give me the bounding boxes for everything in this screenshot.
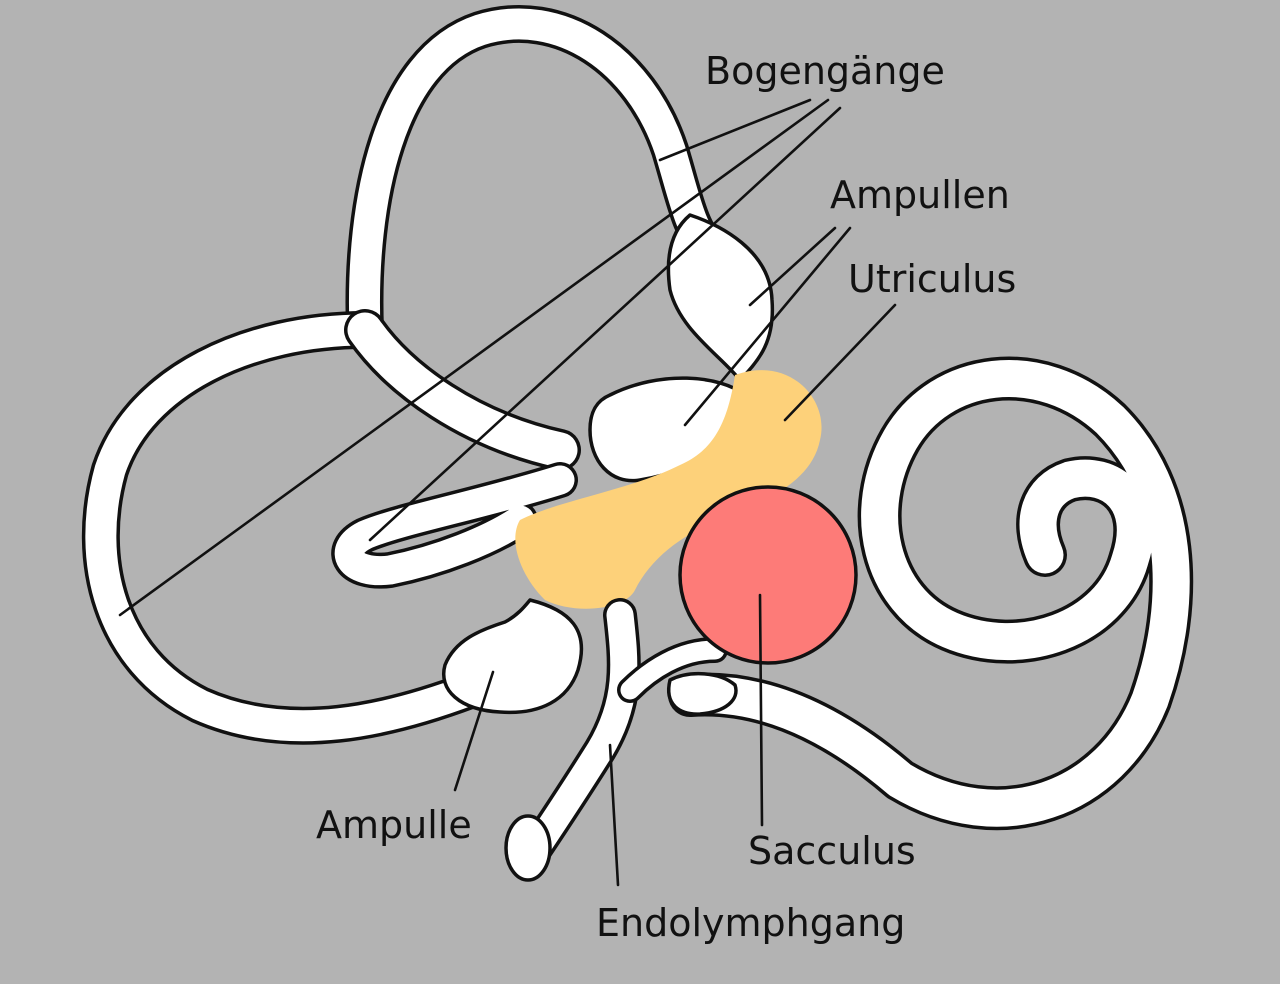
anterior-canal bbox=[349, 8, 726, 346]
posterior-canal bbox=[85, 314, 486, 742]
label-ampulle: Ampulle bbox=[316, 803, 472, 847]
leader-bogengaenge-3 bbox=[368, 106, 842, 542]
label-sacculus: Sacculus bbox=[748, 829, 916, 873]
leader-bogengaenge-1 bbox=[658, 98, 812, 162]
cochlea bbox=[667, 356, 1194, 831]
endolymphatic-sac bbox=[504, 814, 552, 882]
leader-utriculus bbox=[783, 303, 897, 422]
cochlea-duct bbox=[671, 360, 1190, 827]
saccular-duct bbox=[620, 640, 725, 700]
leader-bogengaenge-2 bbox=[118, 98, 830, 617]
leader-ampulle bbox=[453, 670, 495, 792]
lower-ampulla bbox=[442, 598, 584, 715]
labels: Bogengänge Ampullen Utriculus Ampulle Sa… bbox=[316, 49, 1016, 945]
label-endolymphgang: Endolymphgang bbox=[596, 901, 905, 945]
leader-lines bbox=[118, 98, 897, 887]
cochlea-base bbox=[667, 671, 738, 716]
leader-endolymphgang bbox=[608, 743, 620, 887]
label-ampullen: Ampullen bbox=[830, 173, 1010, 217]
endolymphatic-duct bbox=[521, 601, 638, 864]
leader-ampullen-2 bbox=[683, 226, 852, 427]
lateral-canal bbox=[334, 465, 575, 586]
leader-sacculus bbox=[758, 593, 764, 827]
label-bogengaenge: Bogengänge bbox=[705, 49, 945, 93]
common-crus bbox=[347, 312, 578, 468]
semicircular-canals bbox=[81, 5, 729, 745]
sacculus bbox=[678, 485, 858, 665]
label-utriculus: Utriculus bbox=[848, 257, 1016, 301]
leader-ampullen-1 bbox=[748, 226, 837, 307]
utriculus bbox=[515, 370, 822, 609]
